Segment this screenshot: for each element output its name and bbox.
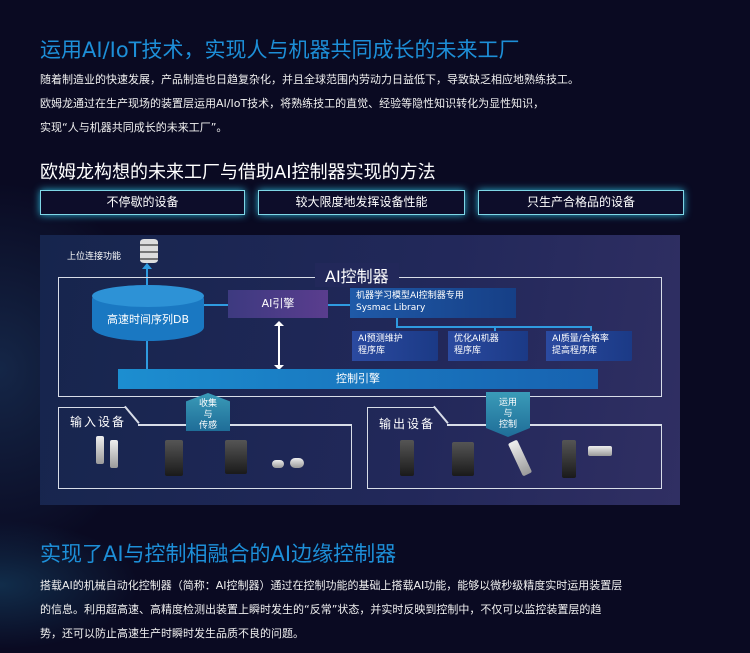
arrow-text: 运用 <box>498 398 517 408</box>
connector-line <box>494 326 496 331</box>
sub-library-line: 优化AI机器 <box>454 334 499 344</box>
database-icon <box>140 239 158 263</box>
sub-library: AI预测维护 程序库 <box>352 331 438 361</box>
controller-image <box>225 440 247 474</box>
control-engine: 控制引擎 <box>118 369 598 389</box>
tab-frame <box>447 424 662 426</box>
collect-sense-arrow: 收集 与 传感 <box>186 393 230 431</box>
subsection-title: 欧姆龙构想的未来工厂与借助AI控制器实现的方法 <box>40 162 436 183</box>
sub-library-line: 提高程序库 <box>552 346 598 356</box>
library-line: Sysmac Library <box>356 303 426 313</box>
goal-pill: 只生产合格品的设备 <box>478 190 684 215</box>
library-line: 机器学习模型AI控制器专用 <box>356 291 464 301</box>
section-title: 实现了AI与控制相融合的AI边缘控制器 <box>40 542 397 566</box>
output-devices-box <box>367 425 662 489</box>
sysmac-library: 机器学习模型AI控制器专用 Sysmac Library <box>350 288 516 318</box>
sensor-image <box>96 436 104 464</box>
linear-motor-image <box>588 446 612 456</box>
arrow-text: 控制 <box>498 420 517 430</box>
proximity-sensor-image <box>290 458 304 468</box>
connector-line <box>396 318 398 328</box>
tab-frame <box>124 405 140 424</box>
tab-frame <box>138 424 352 426</box>
arrow-text: 与 <box>203 410 213 420</box>
sub-library-line: 程序库 <box>454 346 482 356</box>
arrow-text: 传感 <box>198 421 217 431</box>
arrow-head <box>274 365 284 370</box>
sub-library-line: AI预测维护 <box>358 334 403 344</box>
controller-title: AI控制器 <box>315 263 399 287</box>
paragraph-line: 欧姆龙通过在生产现场的装置层运用AI/IoT技术，将熟练技工的直觉、经验等隐性知… <box>40 97 545 110</box>
arrow-head <box>274 321 284 326</box>
connector-line <box>328 304 350 306</box>
output-devices-label: 输出设备 <box>379 417 436 431</box>
sub-library: 优化AI机器 程序库 <box>448 331 528 361</box>
tab-frame <box>58 407 126 427</box>
tab-frame <box>367 407 435 427</box>
timeseries-db: 高速时间序列DB <box>92 285 204 341</box>
background-glow <box>0 520 140 650</box>
db-label: 高速时间序列DB <box>106 313 190 326</box>
sub-library-line: 程序库 <box>358 346 386 356</box>
paragraph-line: 实现“人与机器共同成长的未来工厂”。 <box>40 121 228 134</box>
paragraph-line: 的信息。利用超高速、高精度检测出装置上瞬时发生的“反常”状态，并实时反映到控制中… <box>40 603 602 616</box>
servo-drive-image <box>400 440 414 476</box>
intro-paragraph: 随着制造业的快速发展，产品制造也日趋复杂化，并且全球范围内劳动力日益低下，导致缺… <box>40 68 710 140</box>
sub-library-line: AI质量/合格率 <box>552 334 609 344</box>
sub-library: AI质量/合格率 提高程序库 <box>546 331 632 361</box>
paragraph-line: 势，还可以防止高速生产时瞬时发生品质不良的问题。 <box>40 627 304 640</box>
paragraph-line: 随着制造业的快速发展，产品制造也日趋复杂化，并且全球范围内劳动力日益低下，导致缺… <box>40 73 579 86</box>
connector-line <box>204 304 228 306</box>
apply-control-arrow: 运用 与 控制 <box>486 392 530 437</box>
input-devices-label: 输入设备 <box>70 415 127 429</box>
servo-drive-image <box>562 440 576 478</box>
arrow-text: 与 <box>503 409 513 419</box>
edge-controller-paragraph: 搭载AI的机械自动化控制器（简称：AI控制器）通过在控制功能的基础上搭载AI功能… <box>40 574 710 646</box>
inverter-image <box>452 442 474 476</box>
bidirectional-arrow-icon <box>278 323 280 367</box>
vision-controller-image <box>165 440 183 476</box>
section-title: 运用AI/IoT技术，实现人与机器共同成长的未来工厂 <box>40 38 520 62</box>
proximity-sensor-image <box>272 460 284 468</box>
goal-pill: 不停歇的设备 <box>40 190 245 215</box>
arrow-text: 收集 <box>198 399 217 409</box>
ai-engine: AI引擎 <box>228 290 328 318</box>
sensor-image <box>110 440 118 468</box>
input-devices-box <box>58 425 352 489</box>
paragraph-line: 搭载AI的机械自动化控制器（简称：AI控制器）通过在控制功能的基础上搭载AI功能… <box>40 579 623 592</box>
goal-pill: 较大限度地发挥设备性能 <box>258 190 465 215</box>
tab-frame <box>433 405 449 424</box>
ai-controller-diagram: 上位连接功能 AI控制器 高速时间序列DB AI引擎 机器学习模型AI控制器专用… <box>40 235 680 505</box>
arrow-up-icon <box>142 263 152 269</box>
upper-link-label: 上位连接功能 <box>67 252 122 262</box>
connector-line <box>590 326 592 331</box>
